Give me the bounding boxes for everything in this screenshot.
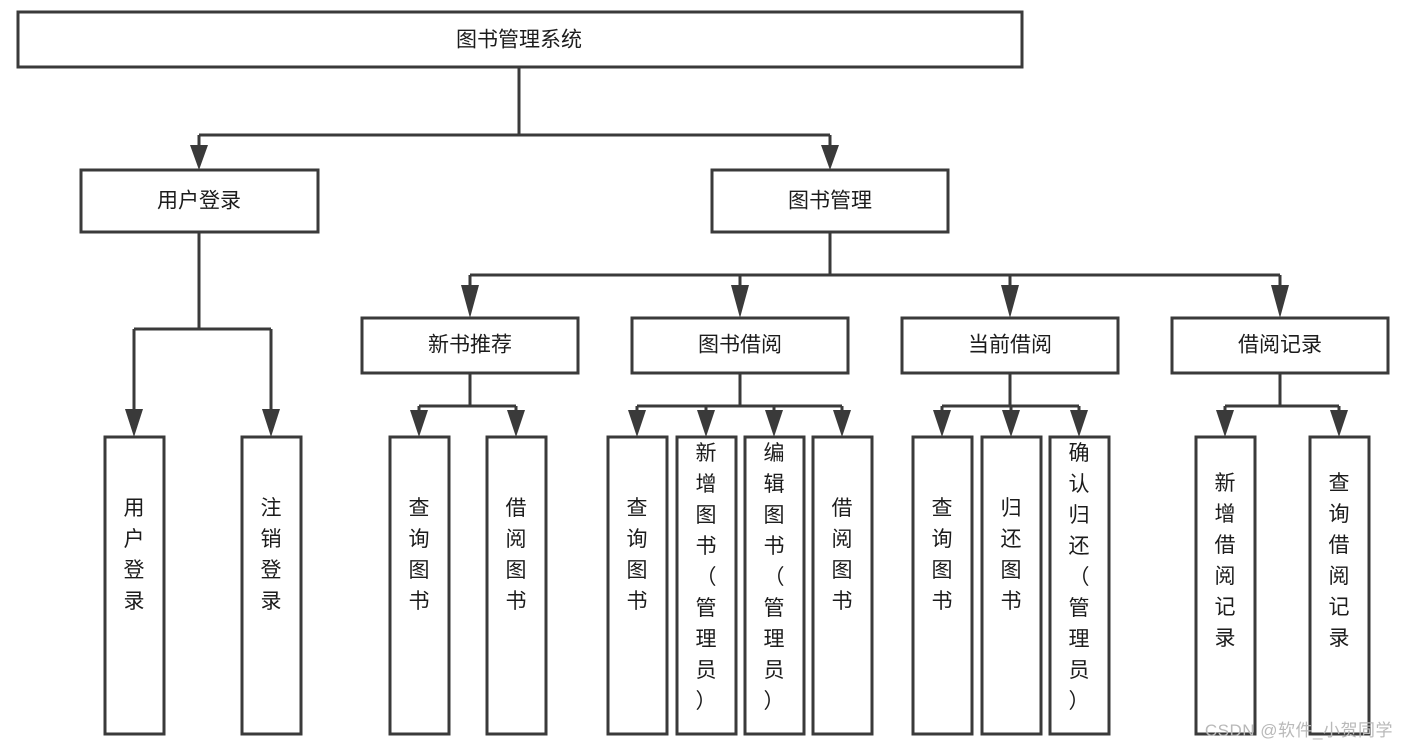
node-book-borrow-label: 图书借阅 [698,334,782,357]
leaf-br-add-record-box [1194,435,1257,736]
leaf-nb-borrow-book-label: 借阅图书 [506,497,527,613]
arrow-head-bb-leaf-4 [833,410,851,437]
leaf-node-user-login[interactable]: 用户登录 [103,435,166,736]
node-user-login-label: 用户登录 [157,190,241,213]
leaf-node-logout[interactable]: 注销登录 [240,435,303,736]
arrow-head-bb-leaf-2 [697,410,715,437]
leaf-node-bb-query-book[interactable]: 查询图书 [606,435,669,736]
node-new-book-recommend-label: 新书推荐 [428,334,512,357]
leaf-user-login-box [103,435,166,736]
node-root-box [16,10,1024,69]
leaf-bb-edit-book-box [743,435,806,736]
leaf-cb-confirm-return-label: 确认归还（管理员） [1069,442,1090,713]
node-borrow-record-label: 借阅记录 [1238,334,1322,357]
node-borrow-record-box [1170,316,1390,375]
arrow-head-new-book-recommend [461,285,479,318]
node-book-management-label: 图书管理 [788,190,872,213]
arrow-head-nb-leaf-1 [410,410,428,437]
node-current-borrow-box [900,316,1120,375]
leaf-bb-borrow-book-label: 借阅图书 [832,497,853,613]
arrow-head-borrow-record [1271,285,1289,318]
leaf-node-nb-borrow-book[interactable]: 借阅图书 [485,435,548,736]
leaf-node-bb-edit-book[interactable]: 编辑图书（管理员） [743,435,806,736]
leaf-node-cb-return-book[interactable]: 归还图书 [980,435,1043,736]
arrow-head-cb-leaf-3 [1070,410,1088,437]
arrow-head-book-manage [821,145,839,170]
arrow-head-book-borrow [731,285,749,318]
node-root-book-management-system[interactable]: 图书管理系统 [16,10,1024,69]
arrow-head-user-login [190,145,208,170]
leaf-cb-return-book-label: 归还图书 [1001,497,1022,613]
leaf-bb-edit-book-label: 编辑图书（管理员） [764,442,785,713]
leaf-br-add-record-label: 新增借阅记录 [1215,472,1236,650]
node-new-book-recommend[interactable]: 新书推荐 [360,316,580,375]
node-user-login-box [79,168,320,234]
leaf-br-query-record-label: 查询借阅记录 [1329,472,1350,650]
leaf-nb-borrow-book-box [485,435,548,736]
node-book-management[interactable]: 图书管理 [710,168,950,234]
node-new-book-recommend-box [360,316,580,375]
leaf-logout-box [240,435,303,736]
arrow-head-cb-leaf-1 [933,410,951,437]
node-user-login[interactable]: 用户登录 [79,168,320,234]
leaf-node-nb-query-book[interactable]: 查询图书 [388,435,451,736]
leaf-cb-return-book-box [980,435,1043,736]
leaf-user-login-label: 用户登录 [124,497,145,613]
leaf-bb-query-book-label: 查询图书 [627,497,648,613]
leaf-bb-borrow-book-box [811,435,874,736]
connector-layer [125,67,1348,437]
leaf-bb-add-book-box [675,435,738,736]
leaf-bb-query-book-box [606,435,669,736]
leaf-br-query-record-box [1308,435,1371,736]
node-book-borrow[interactable]: 图书借阅 [630,316,850,375]
leaf-node-bb-borrow-book[interactable]: 借阅图书 [811,435,874,736]
arrow-head-br-leaf-1 [1216,410,1234,437]
leaf-nb-query-book-label: 查询图书 [409,497,430,613]
arrow-head-current-borrow [1001,285,1019,318]
node-current-borrow[interactable]: 当前借阅 [900,316,1120,375]
arrow-head-leaf-logout [262,409,280,437]
leaf-node-cb-query-book[interactable]: 查询图书 [911,435,974,736]
arrow-head-br-leaf-2 [1330,410,1348,437]
arrow-head-leaf-user-login [125,409,143,437]
arrow-head-cb-leaf-2 [1002,410,1020,437]
node-borrow-record[interactable]: 借阅记录 [1170,316,1390,375]
arrow-head-nb-leaf-2 [507,410,525,437]
node-current-borrow-label: 当前借阅 [968,334,1052,357]
arrow-head-bb-leaf-1 [628,410,646,437]
leaf-cb-query-book-label: 查询图书 [932,497,953,613]
node-root-label: 图书管理系统 [456,29,582,52]
node-book-management-box [710,168,950,234]
leaf-bb-add-book-label: 新增图书（管理员） [696,442,717,713]
leaf-node-br-add-record[interactable]: 新增借阅记录 [1194,435,1257,736]
leaf-cb-query-book-box [911,435,974,736]
arrow-head-bb-leaf-3 [765,410,783,437]
leaf-nb-query-book-box [388,435,451,736]
leaf-node-cb-confirm-return[interactable]: 确认归还（管理员） [1048,435,1111,736]
node-book-borrow-box [630,316,850,375]
leaf-node-bb-add-book[interactable]: 新增图书（管理员） [675,435,738,736]
leaf-logout-label: 注销登录 [261,497,282,613]
leaf-cb-confirm-return-box [1048,435,1111,736]
csdn-watermark: CSDN @软件_小贺同学 [1204,721,1393,740]
leaf-node-br-query-record[interactable]: 查询借阅记录 [1308,435,1371,736]
